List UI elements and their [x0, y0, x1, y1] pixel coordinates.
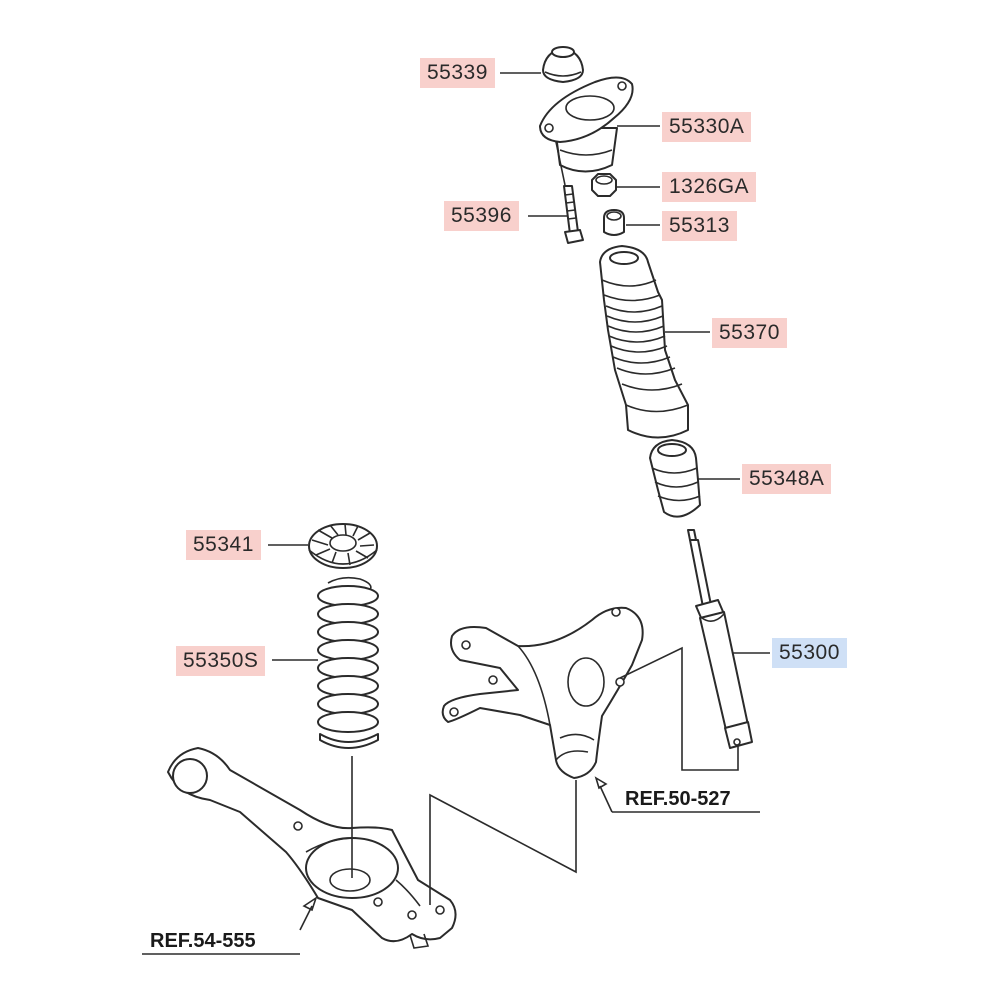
- callout-55313[interactable]: 55313: [662, 211, 737, 241]
- leader-lines: [142, 72, 770, 955]
- callout-55396[interactable]: 55396: [444, 201, 519, 231]
- callout-55341[interactable]: 55341: [186, 530, 261, 560]
- callout-55370[interactable]: 55370: [712, 318, 787, 348]
- part-55341-spring-pad[interactable]: [308, 523, 378, 569]
- part-55396-bolt[interactable]: [555, 141, 584, 244]
- part-55348A-bump-stop[interactable]: [649, 439, 701, 518]
- reference-knuckle-50-527[interactable]: [441, 606, 644, 779]
- callout-1326GA[interactable]: 1326GA: [662, 172, 757, 202]
- part-55313-bushing[interactable]: [603, 209, 625, 236]
- callout-55348A[interactable]: 55348A: [742, 464, 832, 494]
- part-55300-shock-absorber[interactable]: [687, 529, 753, 749]
- callout-55330A[interactable]: 55330A: [662, 112, 752, 142]
- part-55370-dust-boot[interactable]: [599, 245, 689, 439]
- part-55350S-coil-spring[interactable]: [317, 576, 379, 749]
- part-55330A-strut-mount[interactable]: [539, 76, 634, 173]
- reference-lower-arm-54-555[interactable]: [167, 747, 457, 949]
- reference-label-50-527[interactable]: REF.50-527: [625, 788, 731, 810]
- callout-55339[interactable]: 55339: [420, 58, 495, 88]
- part-1326GA-nut[interactable]: [591, 173, 617, 197]
- callout-55300[interactable]: 55300: [772, 638, 847, 668]
- callout-55350S[interactable]: 55350S: [176, 646, 266, 676]
- reference-label-54-555[interactable]: REF.54-555: [150, 930, 256, 952]
- part-55339-dust-cap[interactable]: [542, 46, 584, 83]
